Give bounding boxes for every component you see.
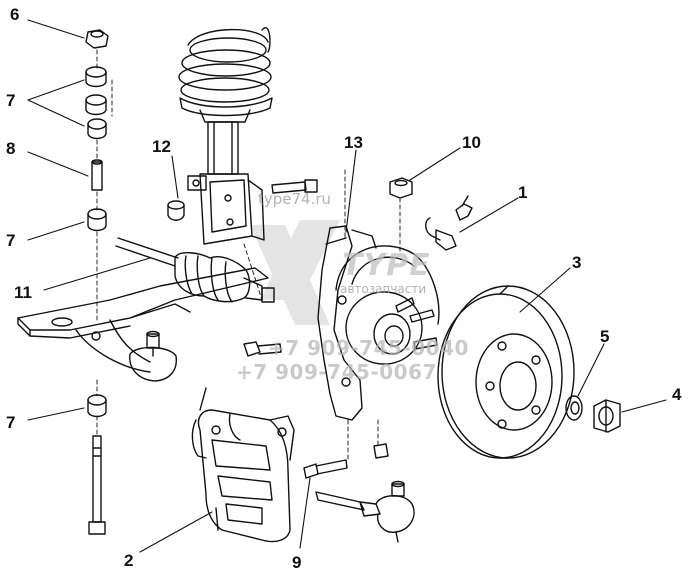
assembly-guide-lines bbox=[96, 49, 401, 463]
part-5-washer bbox=[565, 395, 583, 421]
watermark-subtitle: автозапчасти bbox=[340, 282, 427, 296]
callout-8: 8 bbox=[6, 139, 16, 158]
watermark-logo-shape bbox=[250, 220, 340, 325]
callout-leaders bbox=[27, 19, 667, 553]
callout-5: 5 bbox=[600, 327, 610, 346]
watermark-phone-1: +7 909-745-0040 bbox=[268, 336, 469, 360]
part-2-brake-caliper bbox=[191, 387, 295, 543]
strut-bolt bbox=[271, 179, 318, 194]
part-9-bolt bbox=[303, 443, 389, 479]
hub-bolt-left bbox=[243, 341, 282, 357]
part-10-nut bbox=[389, 177, 413, 199]
callout-1: 1 bbox=[518, 183, 528, 202]
long-bolt bbox=[88, 435, 106, 535]
lower-control-arm bbox=[17, 267, 269, 373]
part-7-bushing-upper bbox=[85, 66, 107, 140]
watermark-brand: TYPE bbox=[342, 248, 431, 283]
part-1-wheel-speed-sensor bbox=[425, 195, 473, 251]
callout-11: 11 bbox=[14, 283, 32, 302]
strut-assembly bbox=[178, 27, 273, 245]
part-7-bushing-lower bbox=[87, 394, 107, 418]
watermark-phone-2: +7 909-745-0067 bbox=[236, 360, 437, 384]
ball-joint bbox=[129, 330, 177, 382]
callout-4: 4 bbox=[672, 385, 682, 404]
part-6-nut bbox=[85, 29, 109, 49]
callout-7-middle: 7 bbox=[6, 231, 16, 250]
callout-7-upper: 7 bbox=[6, 91, 16, 110]
callout-7-lower: 7 bbox=[6, 413, 16, 432]
callout-9: 9 bbox=[292, 553, 302, 572]
drive-shaft bbox=[115, 237, 275, 303]
callout-12: 12 bbox=[152, 137, 171, 156]
steering-knuckle bbox=[317, 225, 438, 421]
tie-rod-end bbox=[315, 480, 415, 543]
callout-10: 10 bbox=[462, 133, 481, 152]
watermark-site: type74.ru bbox=[258, 190, 332, 208]
callout-6: 6 bbox=[10, 5, 20, 24]
callout-2: 2 bbox=[124, 551, 134, 570]
callout-13: 13 bbox=[344, 133, 363, 152]
part-4-hub-nut bbox=[593, 399, 621, 433]
part-12-bushing bbox=[167, 200, 185, 221]
part-8-sleeve bbox=[91, 159, 103, 191]
part-7-bushing-middle bbox=[87, 208, 107, 232]
part-3-brake-disc bbox=[437, 285, 575, 459]
dust-shield bbox=[335, 245, 440, 325]
callout-3: 3 bbox=[572, 253, 582, 272]
